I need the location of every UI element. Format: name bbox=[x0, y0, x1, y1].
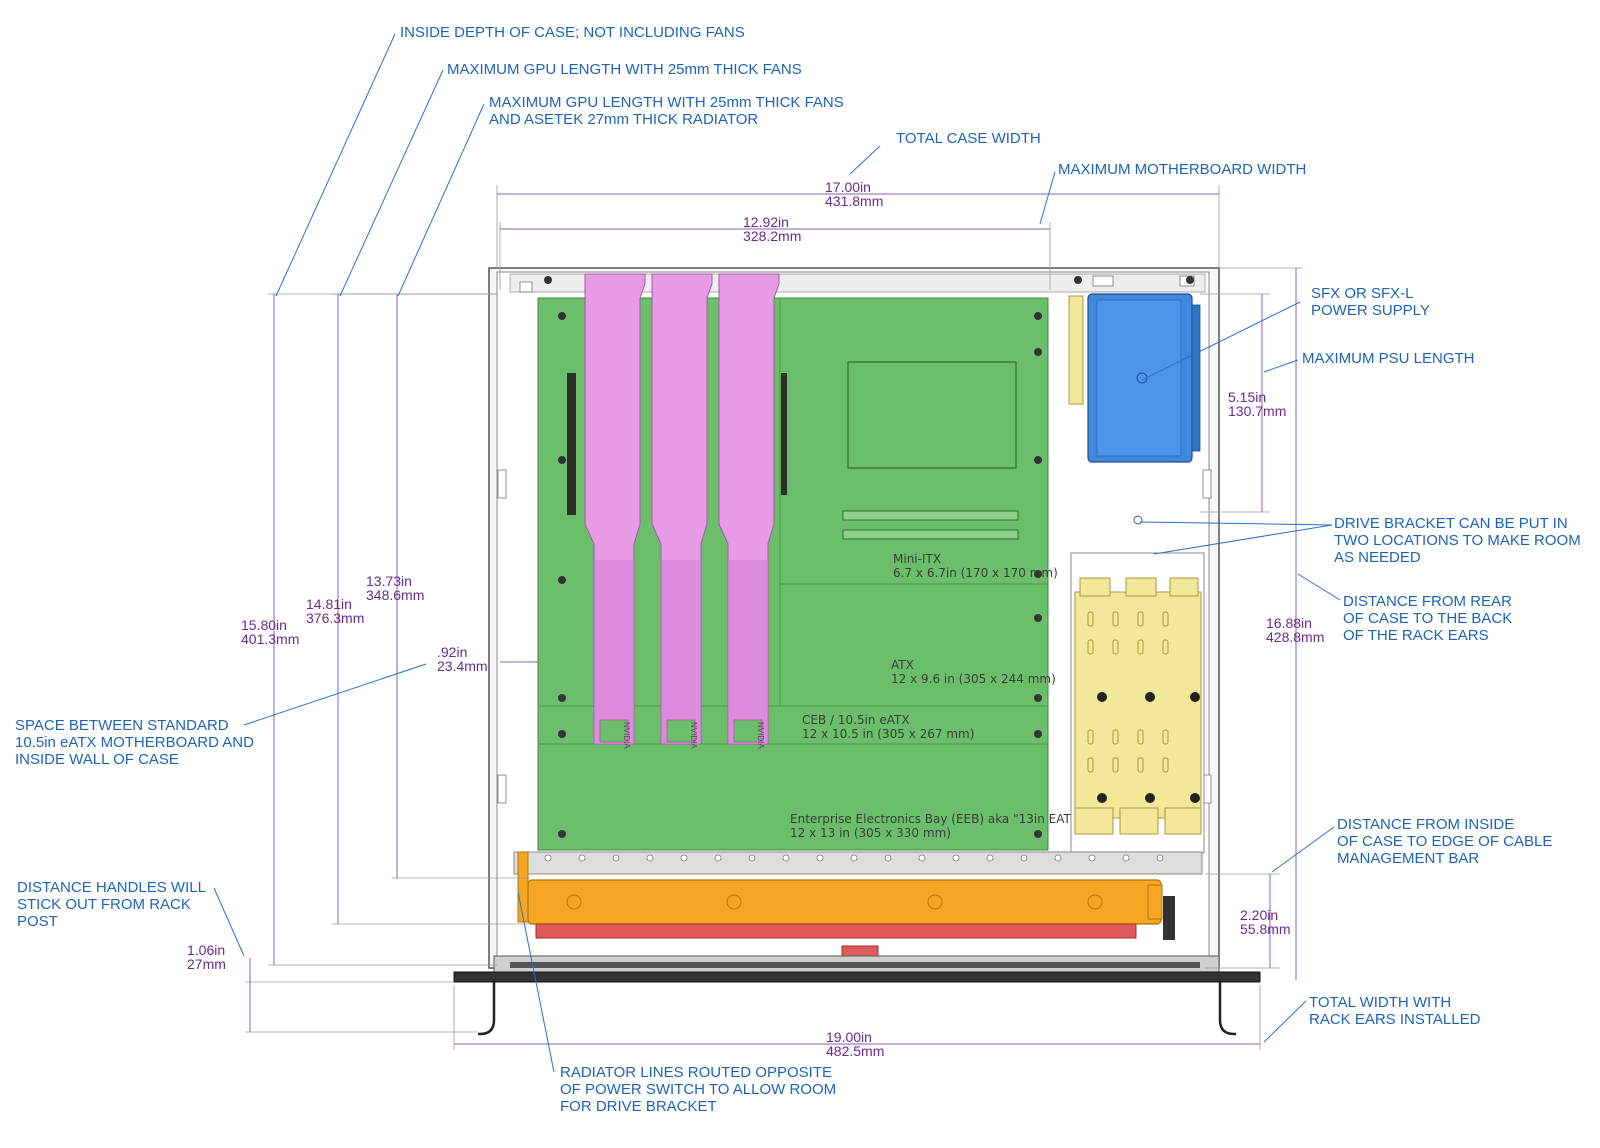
drive-cage bbox=[1074, 591, 1202, 819]
gpu-brand-label: NVIDIA bbox=[689, 722, 698, 749]
drive-bracket bbox=[1070, 515, 1205, 854]
label-psu: SFX OR SFX-L bbox=[1311, 285, 1414, 302]
atx-label: ATX bbox=[891, 658, 914, 672]
dim-gpu25-in: 14.81in bbox=[306, 596, 352, 612]
psu-cable-connector bbox=[1068, 295, 1084, 405]
dim-mb-width-mm: 328.2mm bbox=[743, 228, 801, 244]
dim-rear-in: 16.88in bbox=[1266, 615, 1312, 631]
label-cable-bar-3: MANAGEMENT BAR bbox=[1337, 850, 1479, 867]
dim-ears-in: 19.00in bbox=[826, 1029, 872, 1045]
front-panel bbox=[453, 955, 1261, 1036]
dim-case-width-in: 17.00in bbox=[825, 179, 871, 195]
dim-mb-width-in: 12.92in bbox=[743, 214, 789, 230]
label-gpu-25mm: MAXIMUM GPU LENGTH WITH 25mm THICK FANS bbox=[447, 61, 802, 78]
label-gpu-radiator: MAXIMUM GPU LENGTH WITH 25mm THICK FANS bbox=[489, 94, 844, 111]
label-max-psu-length: MAXIMUM PSU LENGTH bbox=[1302, 350, 1475, 367]
handle-left bbox=[478, 982, 496, 1036]
drive-screws bbox=[1097, 692, 1200, 803]
dim-depth-mm: 401.3mm bbox=[241, 631, 299, 647]
dimension-lines bbox=[245, 185, 1302, 1050]
handle-right bbox=[1218, 982, 1236, 1036]
label-radiator-lines-2: OF POWER SWITCH TO ALLOW ROOM bbox=[560, 1081, 836, 1098]
mounting-screws bbox=[544, 276, 1194, 838]
label-psu-2: POWER SUPPLY bbox=[1311, 302, 1430, 319]
gpu-cards: NVIDIA NVIDIA NVIDIA bbox=[584, 273, 780, 749]
dim-rear-mm: 428.8mm bbox=[1266, 629, 1324, 645]
dim-handles-in: 1.06in bbox=[187, 942, 225, 958]
dimension-values: 17.00in 431.8mm 12.92in 328.2mm 5.15in 1… bbox=[187, 179, 1324, 1059]
label-radiator-lines-3: FOR DRIVE BRACKET bbox=[560, 1098, 717, 1115]
dim-space-mm: 23.4mm bbox=[437, 658, 488, 674]
dim-cable-in: 2.20in bbox=[1240, 907, 1278, 923]
dim-psu-mm: 130.7mm bbox=[1228, 403, 1286, 419]
label-max-mb-width: MAXIMUM MOTHERBOARD WIDTH bbox=[1058, 161, 1306, 178]
ram-slot bbox=[842, 510, 1019, 521]
gpu-brand-label: NVIDIA bbox=[622, 722, 631, 749]
radiator-fans bbox=[535, 923, 1137, 939]
miniitx-size: 6.7 x 6.7in (170 x 170 mm) bbox=[893, 566, 1058, 580]
label-drive-bracket: DRIVE BRACKET CAN BE PUT IN bbox=[1334, 515, 1568, 532]
pcie-connector bbox=[781, 373, 787, 495]
ram-slot bbox=[842, 529, 1019, 540]
label-drive-bracket-3: AS NEEDED bbox=[1334, 549, 1421, 566]
dim-gpu25-mm: 376.3mm bbox=[306, 610, 364, 626]
label-cable-bar: DISTANCE FROM INSIDE bbox=[1337, 816, 1514, 833]
rack-ears bbox=[453, 971, 1261, 983]
pcie-connector bbox=[567, 373, 576, 515]
dim-depth-in: 15.80in bbox=[241, 617, 287, 633]
gpu-brand-label: NVIDIA bbox=[756, 722, 765, 749]
alt-bracket-mount bbox=[1133, 515, 1143, 525]
dim-space-in: .92in bbox=[437, 644, 467, 660]
dim-cable-mm: 55.8mm bbox=[1240, 921, 1291, 937]
label-handles: DISTANCE HANDLES WILL bbox=[17, 879, 206, 896]
cpu-socket-area bbox=[847, 361, 1017, 469]
dim-psu-in: 5.15in bbox=[1228, 389, 1266, 405]
gpu-card: NVIDIA bbox=[651, 273, 713, 749]
label-rear-distance-2: OF CASE TO THE BACK bbox=[1343, 610, 1512, 627]
label-handles-2: STICK OUT FROM RACK bbox=[17, 896, 191, 913]
power-button bbox=[1163, 896, 1175, 940]
gpu-card: NVIDIA bbox=[584, 273, 646, 749]
dim-gpurad-mm: 348.6mm bbox=[366, 587, 424, 603]
eeb-size: 12 x 13 in (305 x 330 mm) bbox=[790, 826, 951, 840]
callout-labels: INSIDE DEPTH OF CASE; NOT INCLUDING FANS… bbox=[15, 24, 1581, 1115]
miniitx-label: Mini-ITX bbox=[893, 552, 941, 566]
dim-gpurad-in: 13.73in bbox=[366, 573, 412, 589]
label-rack-ears-2: RACK EARS INSTALLED bbox=[1309, 1011, 1481, 1028]
label-space-between-3: INSIDE WALL OF CASE bbox=[15, 751, 179, 768]
cable-management-bar bbox=[513, 851, 1203, 875]
power-supply bbox=[1068, 293, 1201, 463]
label-radiator-lines: RADIATOR LINES ROUTED OPPOSITE bbox=[560, 1064, 832, 1081]
gpu-card: NVIDIA bbox=[718, 273, 780, 749]
label-gpu-radiator-2: AND ASETEK 27mm THICK RADIATOR bbox=[489, 111, 758, 128]
label-space-between-2: 10.5in eATX MOTHERBOARD AND bbox=[15, 734, 254, 751]
dim-handles-mm: 27mm bbox=[187, 956, 226, 972]
label-rear-distance-3: OF THE RACK EARS bbox=[1343, 627, 1489, 644]
radiator bbox=[527, 879, 1162, 925]
dim-ears-mm: 482.5mm bbox=[826, 1043, 884, 1059]
label-space-between: SPACE BETWEEN STANDARD bbox=[15, 717, 229, 734]
label-inside-depth: INSIDE DEPTH OF CASE; NOT INCLUDING FANS bbox=[400, 24, 745, 41]
atx-size: 12 x 9.6 in (305 x 244 mm) bbox=[891, 672, 1056, 686]
label-rear-distance: DISTANCE FROM REAR bbox=[1343, 593, 1512, 610]
label-rack-ears: TOTAL WIDTH WITH bbox=[1309, 994, 1451, 1011]
ceb-size: 12 x 10.5 in (305 x 267 mm) bbox=[802, 727, 974, 741]
label-cable-bar-2: OF CASE TO EDGE OF CABLE bbox=[1337, 833, 1552, 850]
label-handles-3: POST bbox=[17, 913, 58, 930]
eeb-label: Enterprise Electronics Bay (EEB) aka "13… bbox=[790, 812, 1085, 826]
label-total-case-width: TOTAL CASE WIDTH bbox=[896, 130, 1041, 147]
callout-leaders bbox=[213, 33, 1341, 1073]
label-drive-bracket-2: TWO LOCATIONS TO MAKE ROOM bbox=[1334, 532, 1581, 549]
ceb-label: CEB / 10.5in eATX bbox=[802, 713, 910, 727]
radiator-assembly bbox=[517, 851, 1175, 963]
dim-case-width-mm: 431.8mm bbox=[825, 193, 883, 209]
